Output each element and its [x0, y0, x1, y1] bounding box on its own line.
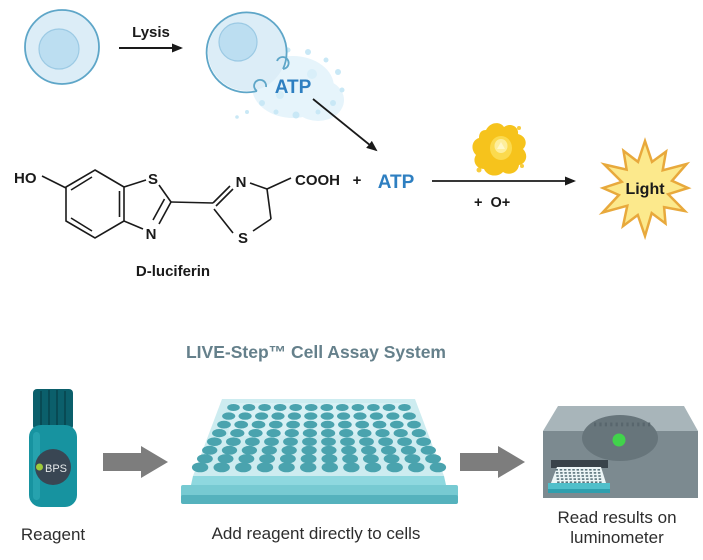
plate-base-lower	[181, 495, 458, 504]
step-arrow-2	[460, 446, 525, 478]
luciferin-structure: HO S N N S COOH	[14, 169, 340, 247]
s2-label: S	[238, 230, 248, 247]
plate-base-upper	[181, 485, 458, 498]
plate-rim	[191, 476, 446, 485]
lysis-label: Lysis	[132, 24, 170, 41]
tray-plate-wells	[555, 469, 602, 483]
workflow-title: LIVE-Step™ Cell Assay System	[186, 342, 446, 362]
reagent-bottle: BPS	[29, 389, 77, 507]
cooh-label: COOH	[295, 172, 340, 189]
well-plate	[181, 399, 458, 504]
tray-slot	[551, 460, 608, 468]
caption-reagent: Reagent	[21, 525, 86, 544]
s1-label: S	[148, 171, 158, 188]
n1-label: N	[146, 226, 157, 243]
lysed-cell	[205, 11, 290, 94]
n2-label: N	[236, 174, 247, 191]
oxygen-label: + O+	[474, 195, 510, 211]
atp-reactant-label: ATP	[378, 172, 415, 193]
bps-logo-label: BPS	[45, 463, 67, 475]
atp-released-label: ATP	[275, 77, 312, 98]
caption-read-results-line1: Read results on	[557, 508, 676, 527]
dome-vent-ticks	[594, 422, 651, 427]
indicator-light	[612, 433, 626, 447]
bottle-label-badge	[35, 449, 71, 485]
light-starburst: Light	[598, 137, 692, 241]
bottle-cap	[33, 389, 73, 430]
membrane-curl-bottom	[253, 78, 267, 92]
luminometer	[543, 406, 698, 498]
caption-read-results-line2: luminometer	[570, 528, 664, 547]
caption-add-reagent: Add reagent directly to cells	[212, 524, 421, 543]
atp-to-reaction-arrow	[312, 98, 378, 152]
tray-edge-lower	[548, 489, 610, 493]
light-label: Light	[625, 181, 665, 198]
tray-edge-upper	[548, 483, 610, 489]
molecule-name-label: D-luciferin	[136, 263, 210, 280]
plate-wells	[191, 404, 447, 473]
bps-green-dot-icon	[36, 463, 43, 471]
luciferase-enzyme-icon	[472, 123, 527, 176]
plus-sign: +	[353, 172, 362, 189]
bottle-cap-ribs	[40, 390, 66, 429]
step-arrow-1	[103, 446, 168, 478]
intact-cell	[24, 9, 100, 85]
membrane-curl-right	[276, 56, 290, 70]
ho-label: HO	[14, 170, 37, 187]
